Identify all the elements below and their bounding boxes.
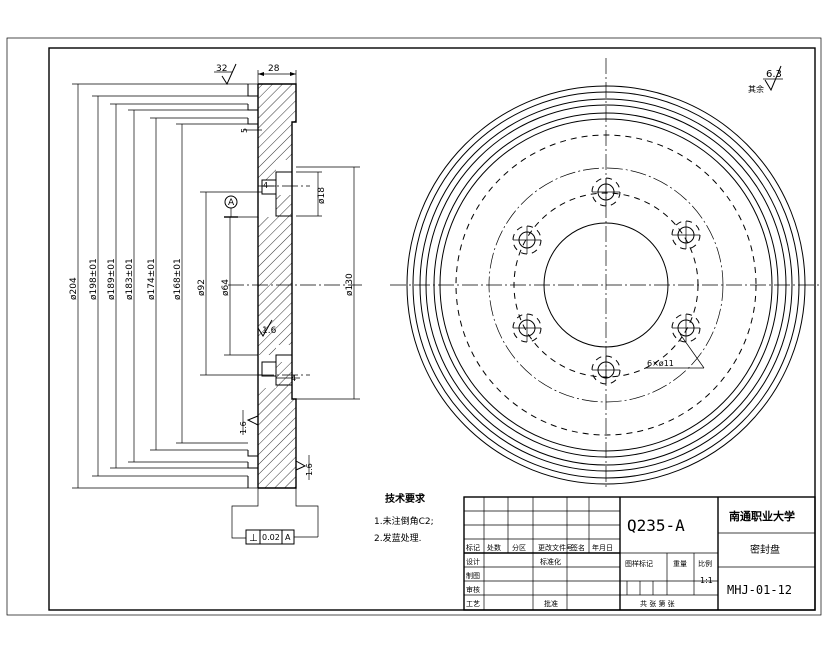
tolerance-frame: ⊥ 0.02 A [231, 488, 319, 545]
hdr-date: 年月日 [592, 543, 613, 552]
roughness-symbol-top: 32 [214, 63, 237, 86]
hdr-zone: 分区 [512, 543, 526, 552]
bolt-hole-5 [512, 313, 542, 343]
scale-label: 比例 [698, 559, 712, 568]
tolerance-value: 0.02 [262, 533, 280, 542]
datum-marker: A [224, 195, 238, 218]
hdr-mark: 标记 [466, 543, 480, 552]
scale-value: 1:1 [700, 576, 713, 585]
roughness-symbol-inner: 1.6 [257, 319, 277, 337]
approve-label: 批准 [544, 599, 558, 608]
dia-label-130: ø130 [345, 273, 355, 296]
role-review: 审核 [466, 585, 480, 594]
dia-label-92: ø92 [197, 279, 207, 296]
hdr-signature: 签名 [571, 543, 585, 552]
tolerance-symbol: ⊥ [249, 533, 258, 544]
bolt-hole-6 [512, 225, 542, 255]
dia-label-198: ø198±01 [89, 258, 99, 300]
inner-frame [48, 47, 816, 611]
small-dim-text: 5 [240, 128, 249, 133]
standardize-label: 标准化 [540, 557, 561, 566]
width-dim-text: 28 [268, 64, 280, 74]
tech-req-item-1: 1.未注倒角C2; [374, 515, 434, 527]
dia-label-204: ø204 [69, 277, 79, 300]
roughness-symbol-left: 1.6 [239, 410, 259, 435]
hdr-change-file: 更改文件号 [538, 543, 573, 552]
role-draw: 制图 [466, 571, 480, 580]
weight-label: 重量 [673, 560, 687, 568]
hole-leader: 6×ø11 [646, 333, 705, 369]
tech-requirements: 技术要求 1.未注倒角C2; 2.发蓝处理. [374, 492, 434, 544]
face-view: 6×ø11 其余 6.3 [390, 58, 822, 490]
section-view: ø204 ø198±01 ø189±01 ø183±01 ø174±01 ø16… [69, 63, 362, 545]
material-text: Q235-A [627, 516, 685, 535]
general-roughness: 其余 6.3 [748, 65, 783, 94]
roughness-inner-text: 1.6 [262, 326, 277, 336]
general-roughness-value: 6.3 [766, 69, 782, 80]
step-dim-bottom: 4 [291, 374, 296, 383]
section-hole-lower [258, 354, 310, 386]
hole-label: 6×ø11 [647, 359, 674, 368]
dia-label-189: ø189±01 [107, 258, 117, 300]
bolt-hole-1 [591, 177, 621, 207]
small-dimension: 5 [240, 128, 262, 133]
roughness-left-text: 1.6 [239, 421, 248, 434]
tech-req-title: 技术要求 [385, 492, 426, 505]
section-hatch-lower [258, 362, 296, 488]
datum-letter: A [228, 198, 235, 208]
stage-mark-label: 图样标记 [625, 559, 653, 568]
step-dim-top: 4 [263, 181, 268, 190]
role-design: 设计 [466, 557, 480, 566]
tech-req-item-2: 2.发蓝处理. [374, 532, 421, 544]
width-dimension: 28 [257, 64, 297, 84]
section-left-steps [247, 84, 258, 488]
roughness-symbol-right: 1.6 [295, 455, 314, 480]
drawing-number: MHJ-01-12 [727, 583, 792, 597]
dia-label-168: ø168±01 [173, 258, 183, 300]
sheets-label: 共 张 第 张 [640, 599, 675, 608]
dia-label-183: ø183±01 [125, 258, 135, 300]
bolt-hole-2 [671, 220, 701, 250]
roughness-right-text: 1.6 [305, 463, 314, 476]
bolt-hole-3 [671, 313, 701, 343]
title-block: Q235-A 南通职业大学 密封盘 MHJ-01-12 标记 处数 分区 更改文… [463, 496, 816, 611]
dia-label-174: ø174±01 [147, 258, 157, 300]
outer-border [6, 37, 822, 616]
roughness-top-text: 32 [216, 64, 227, 74]
part-name: 密封盘 [750, 543, 780, 556]
section-hatch-upper [258, 84, 296, 180]
school-name: 南通职业大学 [729, 509, 795, 523]
bolt-hole-4 [591, 355, 621, 385]
section-outline-right [258, 83, 297, 489]
hdr-count: 处数 [487, 543, 501, 552]
dia-label-64: ø64 [221, 279, 231, 296]
general-roughness-prefix: 其余 [748, 84, 764, 94]
tolerance-datum: A [285, 533, 291, 542]
section-hatch-middle [258, 195, 292, 355]
hole-dim-label: ø18 [317, 187, 327, 204]
role-process: 工艺 [466, 600, 480, 608]
